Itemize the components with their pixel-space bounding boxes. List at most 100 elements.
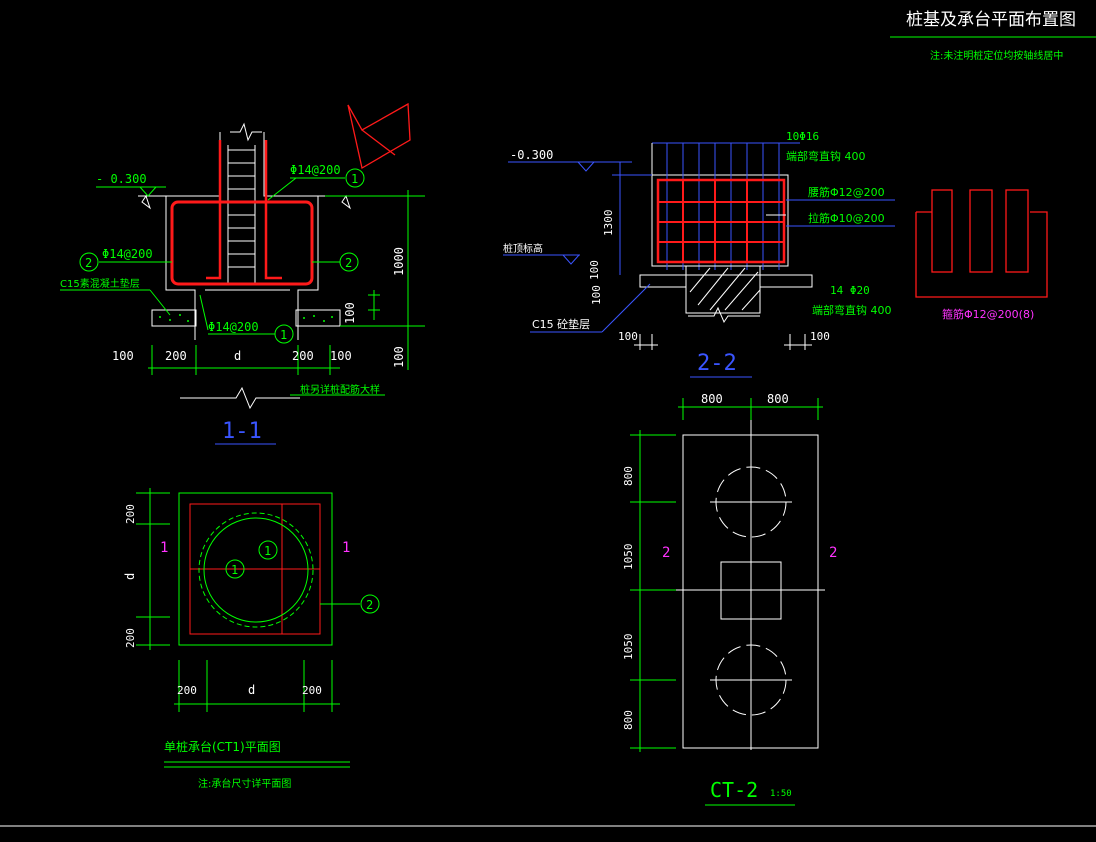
ct2-dim-left [630, 430, 676, 752]
elev2-triangle [577, 161, 595, 172]
break-mark-left [141, 194, 151, 210]
ct1-dim-horizontal [174, 660, 340, 712]
waist-bars-label: 腰筋Φ12@200 [808, 185, 885, 199]
bars-top-note: 端部弯直钩 400 [786, 149, 866, 163]
cushion-label-2-2: C15 砼垫层 [532, 317, 590, 331]
dim2-100-left: 100 [618, 330, 638, 343]
ct2-dim-top [678, 398, 823, 420]
dim-100-v: 100 [343, 302, 357, 324]
section-2-2: -0.300 1300 100 100 桩顶标高 C15 砼垫层 10Φ16 端… [503, 130, 895, 378]
section-mark-symbol [347, 102, 411, 170]
marker-1-bottom-text: 1 [280, 328, 287, 342]
cap-rebar-cage [170, 200, 314, 286]
ct1-dim-vertical [136, 488, 170, 650]
section-label-2-2: 2-2 [697, 351, 737, 376]
ct1-marker-1 [225, 559, 245, 579]
ct1-outline [178, 492, 333, 646]
dim2-100a: 100 [588, 260, 601, 280]
dim-horizontal-1-1 [148, 345, 340, 375]
rebar-side-label: Φ14@200 [102, 247, 153, 261]
marker-2-left [79, 252, 99, 272]
ct2-scale: 1:50 [770, 789, 792, 799]
ct2-cut-right: 2 [829, 545, 837, 561]
cap2-pile [685, 265, 761, 314]
drawing-header: 桩基及承台平面布置图 注:未注明桩定位均按轴线居中 [890, 10, 1096, 62]
ct2-dim-800-top: 800 [622, 466, 635, 486]
column-dowels [206, 140, 282, 280]
cap2-inner-bars [658, 180, 784, 262]
ct1-pile-circle-outer [198, 512, 314, 628]
bars-top-label: 10Φ16 [786, 130, 819, 143]
plan-ct2: 2 2 800 800 800 1050 1050 800 CT-2 1:50 [622, 392, 837, 806]
ct1-dim-200-right: 200 [302, 684, 322, 697]
pile-break [180, 386, 300, 410]
ct1-dim-200-left: 200 [177, 684, 197, 697]
ct1-note: 注:承台尺寸详平面图 [198, 777, 291, 790]
stirrup-leg-1 [931, 189, 953, 273]
ct1-dim-200-top: 200 [124, 504, 137, 524]
ct1-marker-1b [258, 540, 278, 560]
marker-1-bottom [274, 324, 294, 344]
stirrup-leg-2 [969, 189, 993, 273]
pile-top-triangle [562, 254, 580, 265]
stirrup-caption: 箍筋Φ12@200(8) [942, 307, 1034, 321]
plan-ct1: 1 1 2 1 1 200 d 200 200 d 200 单桩承台(CT [123, 488, 380, 790]
pile-top-label: 桩顶标高 [503, 242, 543, 255]
dim-200-right: 200 [292, 349, 314, 363]
cushion-leader [149, 289, 171, 316]
ct2-title: CT-2 [710, 778, 758, 802]
dim2-1300: 1300 [602, 210, 615, 237]
section-1-1: - 0.300 Φ14@200 1 2 Φ14@200 2 C15素混凝土垫层 … [60, 122, 425, 445]
ct1-marker-1-text: 1 [231, 563, 238, 577]
drawing-note: 注:未注明桩定位均按轴线居中 [930, 49, 1063, 62]
elev-label-2-2: -0.300 [510, 148, 553, 162]
dim-100-right: 100 [330, 349, 352, 363]
marker-2-right-text: 2 [345, 256, 352, 270]
dim-200-left: 200 [165, 349, 187, 363]
cushion-hatch [159, 314, 333, 322]
elev-triangle [139, 186, 157, 197]
break-mark-right [341, 194, 351, 210]
ct1-pile-circle-inner [203, 517, 309, 623]
stirrup-leg-3 [1005, 189, 1029, 273]
marker-1-top-text: 1 [351, 172, 358, 186]
ct1-marker-1b-text: 1 [264, 544, 271, 558]
cushion-right [295, 309, 341, 327]
dim2-100b: 100 [590, 285, 603, 305]
ct2-dim-1050-a: 1050 [622, 544, 635, 571]
cushion-left [151, 309, 197, 327]
ct1-cut-left: 1 [160, 540, 168, 556]
drawing-title: 桩基及承台平面布置图 [906, 10, 1076, 30]
ct2-column [720, 561, 782, 620]
ct1-dim-200-bot: 200 [124, 628, 137, 648]
elev-label-1-1: - 0.300 [96, 172, 147, 186]
pile-note: 桩另详桩配筋大样 [300, 383, 380, 396]
ct2-dim-800-a: 800 [701, 392, 723, 406]
bars-bottom-label: 14 Φ20 [830, 284, 870, 297]
cushion-label-1-1: C15素混凝土垫层 [60, 277, 140, 290]
column-break [230, 122, 262, 142]
dim2-100-right: 100 [810, 330, 830, 343]
marker-2-left-text: 2 [85, 256, 92, 270]
ct1-marker-2-text: 2 [366, 598, 373, 612]
dim-100-left: 100 [112, 349, 134, 363]
ct2-dim-1050-b: 1050 [622, 634, 635, 661]
dim-100-v2: 100 [392, 346, 406, 368]
tie-bars-label: 拉筋Φ10@200 [808, 211, 885, 225]
marker-2-right [339, 252, 359, 272]
cap2-pile-hatch [689, 267, 761, 311]
bars-bottom-note: 端部弯直钩 400 [812, 303, 892, 317]
rebar-top-leader [267, 177, 297, 201]
dim2-bottom-ticks [634, 334, 812, 350]
ct2-dim-800-bot: 800 [622, 710, 635, 730]
dim-d: d [234, 349, 241, 363]
stirrup-outer [915, 211, 1048, 298]
rebar-top-label: Φ14@200 [290, 163, 341, 177]
cushion2-leader [601, 283, 651, 333]
ct1-marker-2 [360, 594, 380, 614]
ct1-title: 单桩承台(CT1)平面图 [164, 739, 281, 754]
rebar-bottom-label: Φ14@200 [208, 320, 259, 334]
dim-1000: 1000 [392, 247, 406, 276]
